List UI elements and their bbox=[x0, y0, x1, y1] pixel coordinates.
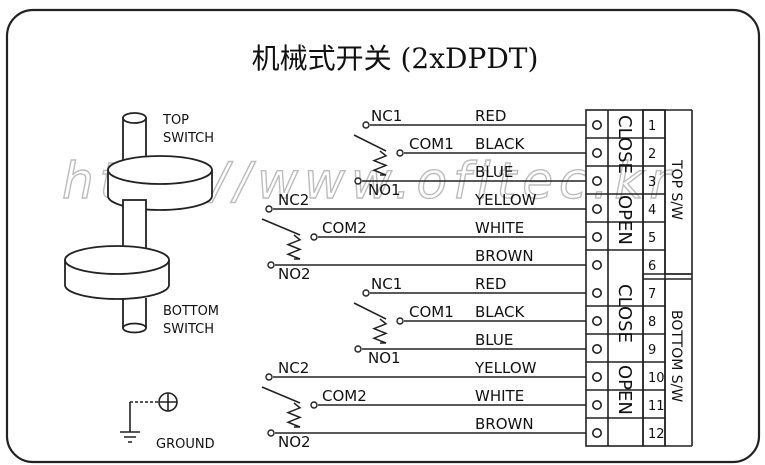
bottom-switch-label-1: BOTTOM bbox=[163, 304, 219, 319]
bottom-switch-label-2: SWITCH bbox=[163, 322, 214, 337]
pin-label-nc2: NC2 bbox=[278, 359, 309, 377]
terminal-number: 4 bbox=[648, 203, 656, 218]
wire-color-label: WHITE bbox=[475, 387, 524, 405]
pin-label-nc1: NC1 bbox=[371, 275, 402, 293]
wire-color-label: BLACK bbox=[475, 135, 525, 153]
pin-label-com2: COM2 bbox=[322, 387, 367, 405]
pin-label-nc1: NC1 bbox=[371, 107, 402, 125]
terminal-number: 12 bbox=[648, 427, 665, 442]
terminal-screw-icon bbox=[591, 176, 602, 187]
terminal-screw-icon bbox=[591, 204, 602, 215]
wire-color-label: BLUE bbox=[475, 331, 513, 349]
terminal-block bbox=[585, 109, 693, 447]
wire-color-label: YELLOW bbox=[474, 359, 537, 377]
terminal-screw-icon bbox=[591, 232, 602, 243]
terminal-screw-icon bbox=[591, 287, 602, 298]
wire-color-label: RED bbox=[475, 275, 506, 293]
wire-color-label: YELLOW bbox=[474, 191, 537, 209]
diagram-frame bbox=[5, 8, 761, 464]
ground-icon bbox=[120, 392, 178, 443]
wire-color-label: BLUE bbox=[475, 163, 513, 181]
pin-label-com1: COM1 bbox=[409, 135, 454, 153]
terminal-number: 3 bbox=[648, 175, 656, 190]
terminal-number: 10 bbox=[648, 371, 665, 386]
terminal-screw-icon bbox=[591, 399, 602, 410]
diagram-title: 机械式开关 (2xDPDT) bbox=[252, 42, 539, 75]
terminal-number: 1 bbox=[648, 119, 656, 134]
pin-label-nc2: NC2 bbox=[278, 191, 309, 209]
terminal-number: 2 bbox=[648, 147, 656, 162]
terminal-number: 11 bbox=[648, 399, 665, 414]
close-label-top: CLOSE bbox=[614, 115, 635, 174]
terminal-number: 6 bbox=[648, 259, 656, 274]
open-label-bottom: OPEN bbox=[614, 365, 635, 415]
pin-label-no2: NO2 bbox=[278, 265, 311, 283]
wire-color-label: BROWN bbox=[475, 247, 534, 265]
switch-illustration bbox=[64, 112, 213, 334]
pin-label-no1: NO1 bbox=[368, 349, 401, 367]
wiring: RED BLACK BLUE YELLOW WHITE BROWN RED BLACK BLUE… bbox=[261, 107, 586, 451]
terminal-screw-icon bbox=[591, 343, 602, 354]
pin-label-com2: COM2 bbox=[322, 219, 367, 237]
pin-label-no2: NO2 bbox=[278, 433, 311, 451]
open-label-top: OPEN bbox=[614, 195, 635, 245]
terminal-screw-icon bbox=[591, 315, 602, 326]
top-switch-label-2: SWITCH bbox=[163, 131, 214, 146]
pin-label-no1: NO1 bbox=[368, 181, 401, 199]
pin-label-com1: COM1 bbox=[409, 303, 454, 321]
wire-color-label: BLACK bbox=[475, 303, 525, 321]
terminal-screw-icon bbox=[591, 148, 602, 159]
wire-color-label: BROWN bbox=[475, 415, 534, 433]
top-switch-label-1: TOP bbox=[162, 113, 189, 128]
terminal-screw-icon bbox=[591, 120, 602, 131]
terminal-number: 9 bbox=[648, 343, 656, 358]
wire-color-label: RED bbox=[475, 107, 506, 125]
terminal-screw-icon bbox=[591, 259, 602, 270]
terminal-screw-icon bbox=[591, 427, 602, 438]
top-sw-group-label: TOP S/W bbox=[668, 159, 684, 220]
terminal-number: 7 bbox=[648, 287, 656, 302]
ground-label: GROUND bbox=[156, 437, 215, 452]
wire-color-label: WHITE bbox=[475, 219, 524, 237]
close-label-bottom: CLOSE bbox=[614, 284, 635, 343]
terminal-screw-icon bbox=[591, 371, 602, 382]
terminal-number: 5 bbox=[648, 231, 656, 246]
terminal-number: 8 bbox=[648, 315, 656, 330]
bottom-sw-group-label: BOTTOM S/W bbox=[668, 310, 684, 402]
